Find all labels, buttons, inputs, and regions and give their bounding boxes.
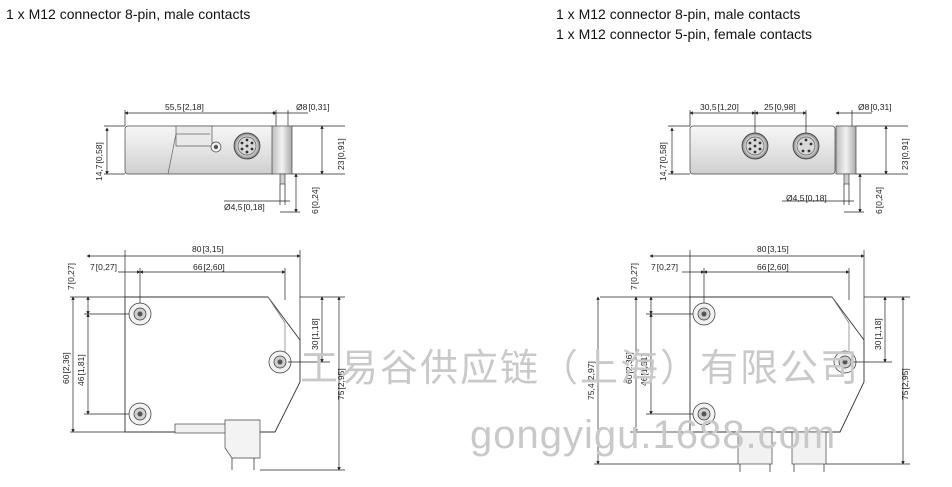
left-top-bore-dim: Ø8[0,31] — [296, 102, 330, 112]
right-caption: 1 x M12 connector 8-pin, male contacts 1… — [556, 4, 812, 44]
left-body-recess — [175, 125, 213, 147]
left-mounting-hole-side — [268, 350, 292, 374]
right-top-view — [668, 110, 908, 213]
right-mounting-flange — [835, 125, 857, 175]
left-top-total-height-dim: 23[0,91] — [336, 138, 346, 170]
left-front-view — [70, 250, 345, 471]
right-front-total-width-dim: 80[3,15] — [757, 244, 789, 254]
right-mounting-hole-side — [833, 350, 857, 374]
watermark-url: gongyigu.1688.com — [470, 413, 836, 457]
right-front-height-dim: 60[2,36] — [624, 352, 634, 384]
right-front-top-offset-dim: 7[0,27] — [629, 263, 639, 290]
left-mounting-flange — [271, 125, 293, 175]
left-front-total-height-dim: 75[2,95] — [336, 368, 346, 400]
left-caption-line-1: 1 x M12 connector 8-pin, male contacts — [6, 6, 251, 22]
left-top-height-dim: 14,7[0,58] — [94, 142, 104, 181]
right-top-bore-dim: Ø8[0,31] — [858, 102, 892, 112]
left-top-stub-dim: 6[0,24] — [310, 187, 320, 214]
watermark: 工易谷供应链（上海）有限公司 gongyigu.1688.com — [300, 348, 860, 457]
right-top-pin-dia-dim: Ø4,5[0,18] — [786, 193, 827, 203]
right-front-hole-vertical-dim: 46[1,81] — [639, 354, 649, 386]
left-front-top-offset-dim: 7[0,27] — [66, 263, 76, 290]
left-front-hole-spacing-dim: 66[2,60] — [193, 262, 225, 272]
watermark-company: 工易谷供应链（上海）有限公司 — [300, 348, 860, 390]
left-top-view — [104, 110, 345, 213]
left-front-hole-offset-dim: 7[0,27] — [90, 262, 117, 272]
left-front-hole-vertical-dim-label: 46[1,81] — [76, 354, 86, 386]
right-front-side-hole-dim: 30[1,18] — [873, 318, 883, 350]
right-top-dim-a: 30,5[1,20] — [700, 102, 739, 112]
right-front-hole-offset-dim: 7[0,27] — [651, 262, 678, 272]
right-top-dim-b: 25[0,98] — [764, 102, 796, 112]
right-top-total-height-dim: 23[0,91] — [900, 138, 910, 170]
left-front-side-hole-dim: 30[1,18] — [310, 318, 320, 350]
right-front-view — [594, 250, 910, 472]
left-mounting-hole-bottom — [128, 402, 152, 426]
left-front-total-width-dim: 80[3,15] — [192, 244, 224, 254]
right-top-stub-dim: 6[0,24] — [874, 187, 884, 214]
right-front-outer-height-dim: 75,4[2,97] — [586, 361, 596, 400]
left-top-pin-dia-dim: Ø4,5[0,18] — [224, 202, 265, 212]
right-front-hole-spacing-dim: 66[2,60] — [757, 262, 789, 272]
right-front-total-height-dim: 75[2,95] — [900, 368, 910, 400]
right-mounting-hole-top — [692, 302, 716, 326]
right-top-height-dim: 14,7[0,58] — [658, 142, 668, 181]
left-mounting-hole-top — [128, 302, 152, 326]
right-caption-line-2: 1 x M12 connector 5-pin, female contacts — [556, 26, 813, 42]
right-bottom-connector-1 — [737, 431, 773, 465]
left-caption: 1 x M12 connector 8-pin, male contacts — [6, 4, 250, 24]
left-front-height-dim: 60[2,36] — [61, 352, 71, 384]
right-caption-line-1: 1 x M12 connector 8-pin, male contacts — [556, 6, 801, 22]
right-mounting-hole-bottom — [692, 402, 716, 426]
left-cable-connector — [174, 423, 228, 434]
left-top-width-dim: 55,5[2,18] — [165, 102, 204, 112]
right-bottom-connector-2 — [791, 431, 827, 465]
